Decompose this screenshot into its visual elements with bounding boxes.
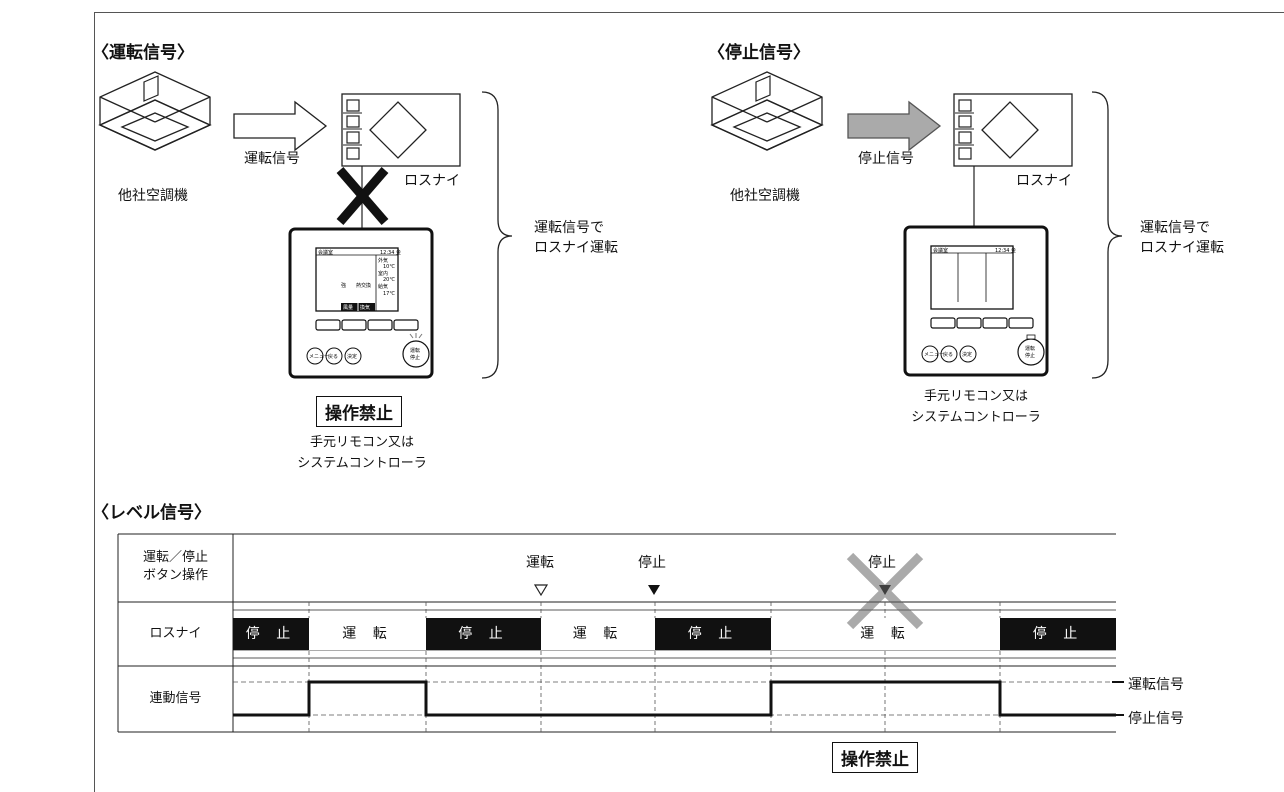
lossnay-state-bar [233, 618, 1116, 650]
svg-text:メニュー: メニュー [309, 354, 329, 360]
right-aircon-icon [711, 71, 823, 151]
row-label-button-operation: 運転／停止 ボタン操作 [118, 549, 233, 585]
svg-text:メニュー: メニュー [924, 352, 944, 358]
timing-prohibited-label: 操作禁止 [832, 742, 918, 773]
right-remote-icon: 会議室 12:34 金 メニュー 戻る 決定 運転 停止 [903, 225, 1049, 377]
signal-dashed-levels [233, 681, 1116, 716]
timing-heading: 〈レベル信号〉 [92, 503, 211, 523]
left-lossnay-label: ロスナイ [404, 173, 460, 189]
left-brace-note-line2: ロスナイ運転 [534, 240, 618, 256]
svg-text:決定: 決定 [347, 353, 357, 360]
event-run-label: 運転 [526, 555, 554, 571]
left-lossnay-icon [341, 93, 461, 167]
svg-text:外気: 外気 [378, 257, 388, 264]
svg-text:停止: 停止 [1025, 352, 1035, 359]
lossnay-segment-label: 運 転 [342, 626, 393, 642]
svg-text:風量: 風量 [343, 304, 353, 311]
svg-text:会議室: 会議室 [318, 249, 333, 256]
svg-text:20℃: 20℃ [383, 277, 395, 283]
lossnay-segment-run [309, 618, 426, 650]
event-stop-label: 停止 [638, 555, 666, 571]
event-stop-crossed-label: 停止 [868, 555, 896, 571]
left-remote-caption-line2: システムコントローラ [297, 456, 427, 471]
right-brace-note-line1: 運転信号で [1140, 220, 1210, 236]
right-lossnay-label: ロスナイ [1016, 173, 1072, 189]
left-remote-icon: 会議室 12:34 金 外気 10℃ 室内 20℃ 給気 17℃ 強 熱交換 風… [288, 227, 434, 379]
prohibited-cross-icon [846, 552, 924, 630]
svg-text:熱交換: 熱交換 [356, 282, 371, 289]
lossnay-segment-label: 停 止 [458, 626, 509, 642]
right-brace [1091, 91, 1123, 379]
svg-text:換気: 換気 [360, 304, 370, 311]
left-heading: 〈運転信号〉 [92, 43, 194, 63]
row-label-interlock-signal: 連動信号 [149, 691, 202, 706]
row-label-button-line1: 運転／停止 [142, 550, 208, 565]
right-brace-note: 運転信号で ロスナイ運転 [1140, 218, 1224, 258]
right-heading: 〈停止信号〉 [708, 43, 810, 63]
left-cross-icon [336, 167, 389, 225]
svg-text:運転: 運転 [1025, 346, 1035, 352]
svg-text:12:34 金: 12:34 金 [380, 249, 401, 256]
svg-text:会議室: 会議室 [933, 247, 948, 254]
right-remote-caption-line1: 手元リモコン又は [923, 389, 1028, 404]
svg-text:12:34 金: 12:34 金 [995, 247, 1016, 254]
right-lossnay-icon [953, 93, 1073, 167]
right-remote-caption-line2: システムコントローラ [911, 410, 1041, 425]
left-arrow-label: 運転信号 [244, 151, 300, 167]
stop-event-marker-icon [648, 585, 660, 595]
lossnay-segment-label: 運 転 [860, 626, 911, 642]
left-brace [481, 91, 513, 379]
right-stop-signal-arrow [847, 100, 942, 152]
right-aircon-label: 他社空調機 [730, 188, 800, 204]
svg-text:運転: 運転 [410, 348, 420, 354]
left-remote-caption-line1: 手元リモコン又は [309, 435, 414, 450]
svg-text:決定: 決定 [962, 351, 972, 358]
lossnay-segment-label: 停 止 [245, 626, 297, 642]
left-aircon-icon [99, 71, 211, 151]
right-brace-note-line2: ロスナイ運転 [1140, 240, 1224, 256]
lossnay-segment-stop [426, 618, 541, 650]
left-brace-note: 運転信号で ロスナイ運転 [534, 218, 618, 258]
lossnay-segment-run [541, 618, 655, 650]
left-run-signal-arrow [233, 100, 328, 152]
row-label-lossnay: ロスナイ [149, 626, 202, 641]
signal-high-label: 運転信号 [1128, 677, 1184, 693]
svg-text:戻る: 戻る [328, 353, 338, 360]
svg-text:17℃: 17℃ [383, 291, 395, 297]
lossnay-segment-label: 停 止 [687, 626, 739, 642]
right-remote-caption: 手元リモコン又は システムコントローラ [910, 386, 1042, 428]
svg-text:戻る: 戻る [943, 351, 953, 358]
left-prohibited-label: 操作禁止 [316, 396, 402, 427]
left-remote-caption: 手元リモコン又は システムコントローラ [296, 432, 428, 474]
svg-text:強: 強 [341, 282, 346, 289]
right-arrow-label: 停止信号 [858, 151, 914, 167]
signal-low-label: 停止信号 [1128, 711, 1184, 727]
svg-text:10℃: 10℃ [383, 264, 395, 270]
left-brace-note-line1: 運転信号で [534, 220, 604, 236]
lossnay-segment-stop [655, 618, 771, 650]
lossnay-segment-run [771, 618, 1000, 650]
run-event-marker-icon [533, 584, 549, 597]
interlock-signal-waveform [233, 680, 1116, 717]
svg-text:室内: 室内 [378, 270, 388, 277]
svg-text:給気: 給気 [378, 283, 388, 290]
lossnay-segment-label: 運 転 [572, 626, 624, 642]
row-label-button-line2: ボタン操作 [142, 568, 208, 583]
lossnay-segment-label: 停 止 [1032, 626, 1084, 642]
left-aircon-label: 他社空調機 [118, 188, 188, 204]
figure-frame [94, 12, 1284, 792]
lossnay-segment-stop [1000, 618, 1116, 650]
svg-text:停止: 停止 [410, 354, 420, 361]
lossnay-segment-stop [233, 618, 309, 650]
